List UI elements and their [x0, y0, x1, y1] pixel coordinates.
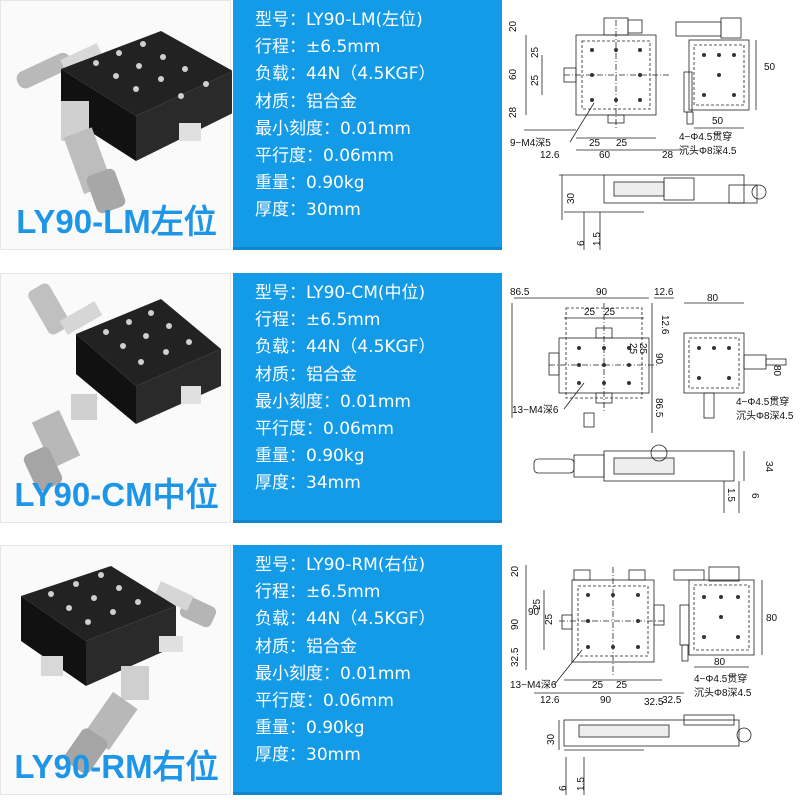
spec-material: 材质：铝合金 — [255, 636, 357, 657]
dim-label: 32.5 — [644, 697, 664, 708]
dim-label: 28 — [508, 106, 519, 118]
dim-label: 25 — [616, 138, 628, 149]
spec-min-scale: 最小刻度：0.01mm — [255, 663, 411, 684]
dim-label: 30 — [566, 192, 577, 204]
dim-label: 25 — [604, 307, 616, 318]
spec-stroke: 行程：±6.5mm — [255, 310, 381, 331]
spec-stroke: 行程：±6.5mm — [255, 37, 381, 58]
dim-label: 34 — [763, 461, 774, 473]
dim-label: 20 — [508, 20, 519, 32]
product-photo-rm: LY90-RM右位 — [0, 545, 231, 795]
dim-label: 50 — [764, 62, 776, 73]
stage-image-lm — [16, 31, 233, 214]
dim-label: 30 — [546, 733, 557, 745]
dim-label: 60 — [599, 150, 611, 161]
hole-note: 13−M4深6 — [510, 679, 557, 691]
dim-label: 12.6 — [540, 695, 560, 706]
spec-min-scale: 最小刻度：0.01mm — [255, 118, 411, 139]
product-title: LY90-LM左位 — [16, 203, 217, 240]
dim-label: 90 — [600, 695, 612, 706]
dim-label: 12.6 — [540, 150, 560, 161]
hole-note: 沉头Φ8深4.5 — [679, 144, 737, 157]
product-row-cm: LY90-CM中位 型号：LY90-CM(中位) 行程：±6.5mm 负载：44… — [0, 273, 800, 523]
dim-label: 80 — [766, 613, 778, 624]
dim-label: 25 — [544, 613, 555, 625]
hole-note: 4−Φ4.5贯穿 — [694, 672, 747, 685]
hole-note: 9−M4深5 — [510, 137, 551, 149]
spec-thickness: 厚度：34mm — [255, 473, 361, 494]
product-photo-cm: LY90-CM中位 — [0, 273, 231, 523]
spec-model: 型号：LY90-RM(右位) — [255, 555, 426, 575]
dim-label: 25 — [627, 343, 638, 355]
dim-label: 90 — [510, 618, 521, 630]
product-row-rm: LY90-RM右位 型号：LY90-RM(右位) 行程：±6.5mm 负载：44… — [0, 545, 800, 795]
dim-label: 86.5 — [653, 398, 664, 418]
spec-weight: 重量：0.90kg — [255, 173, 365, 194]
dim-label: 28 — [662, 150, 674, 161]
dim-label: 80 — [771, 365, 782, 377]
spec-thickness: 厚度：30mm — [255, 745, 361, 766]
spec-weight: 重量：0.90kg — [255, 446, 365, 467]
dim-label: 25 — [530, 74, 541, 86]
dim-label: 90 — [596, 287, 608, 298]
dim-label: 86.5 — [510, 287, 530, 298]
dim-label: 25 — [616, 680, 628, 691]
spec-load: 负载：44N（4.5KGF） — [255, 64, 436, 85]
dim-label: 25 — [530, 46, 541, 58]
dim-label: 80 — [714, 657, 726, 668]
dim-label: 12.6 — [659, 315, 670, 335]
dim-label: 25 — [532, 598, 543, 610]
spec-panel: 型号：LY90-CM(中位) 行程：±6.5mm 负载：44N（4.5KGF） … — [233, 273, 502, 523]
dim-label: 1.5 — [576, 777, 587, 791]
dim-label: 90 — [653, 353, 664, 365]
stage-image-cm — [23, 283, 221, 492]
dim-label: 25 — [637, 343, 648, 355]
hole-note: 13−M4深6 — [512, 404, 559, 416]
hole-note: 沉头Φ8深4.5 — [694, 686, 752, 699]
product-photo-lm: LY90-LM左位 — [0, 0, 233, 250]
spec-load: 负载：44N（4.5KGF） — [255, 609, 436, 630]
product-title: LY90-CM中位 — [14, 476, 219, 513]
spec-parallelism: 平行度：0.06mm — [255, 146, 394, 167]
spec-min-scale: 最小刻度：0.01mm — [255, 391, 411, 412]
dim-label: 25 — [589, 138, 601, 149]
dim-label: 6 — [749, 493, 760, 499]
hole-note: 4−Φ4.5贯穿 — [736, 395, 789, 408]
product-title: LY90-RM右位 — [14, 748, 219, 785]
spec-material: 材质：铝合金 — [255, 364, 357, 385]
spec-model: 型号：LY90-LM(左位) — [255, 10, 423, 30]
hole-note: 沉头Φ8深4.5 — [736, 409, 794, 422]
technical-drawing-rm: 20 90 32.5 25 25 90 80 32.5 25 25 12.6 9… — [504, 545, 800, 795]
spec-panel: 型号：LY90-LM(左位) 行程：±6.5mm 负载：44N（4.5KGF） … — [233, 0, 502, 250]
spec-material: 材质：铝合金 — [255, 91, 357, 112]
hole-note: 4−Φ4.5贯穿 — [679, 130, 732, 143]
dim-label: 90 — [528, 607, 540, 618]
spec-model: 型号：LY90-CM(中位) — [255, 283, 426, 303]
spec-parallelism: 平行度：0.06mm — [255, 691, 394, 712]
dim-label: 1.5 — [592, 232, 603, 246]
spec-stroke: 行程：±6.5mm — [255, 582, 381, 603]
dim-label: 32.5 — [510, 647, 521, 667]
dim-label: 32.5 — [662, 695, 682, 706]
dim-label: 60 — [508, 68, 519, 80]
spec-panel: 型号：LY90-RM(右位) 行程：±6.5mm 负载：44N（4.5KGF） … — [233, 545, 502, 795]
spec-weight: 重量：0.90kg — [255, 718, 365, 739]
dim-label: 6 — [558, 785, 569, 791]
dim-label: 20 — [510, 565, 521, 577]
spec-load: 负载：44N（4.5KGF） — [255, 337, 436, 358]
spec-thickness: 厚度：30mm — [255, 200, 361, 221]
technical-drawing-lm: 20 60 28 25 25 50 12.6 25 25 60 28 50 9−… — [504, 0, 800, 250]
dim-label: 12.6 — [654, 287, 674, 298]
product-row-lm: LY90-LM左位 型号：LY90-LM(左位) 行程：±6.5mm 负载：44… — [0, 0, 800, 250]
technical-drawing-cm: 86.5 90 12.6 80 25 25 12.6 25 25 90 86.5… — [504, 273, 800, 523]
spec-parallelism: 平行度：0.06mm — [255, 419, 394, 440]
stage-image-rm — [21, 566, 217, 774]
dim-label: 6 — [576, 240, 587, 246]
dim-label: 50 — [712, 116, 724, 127]
dim-label: 1.5 — [725, 488, 736, 502]
dim-label: 25 — [592, 680, 604, 691]
dim-label: 25 — [584, 307, 596, 318]
dim-label: 80 — [707, 293, 719, 304]
